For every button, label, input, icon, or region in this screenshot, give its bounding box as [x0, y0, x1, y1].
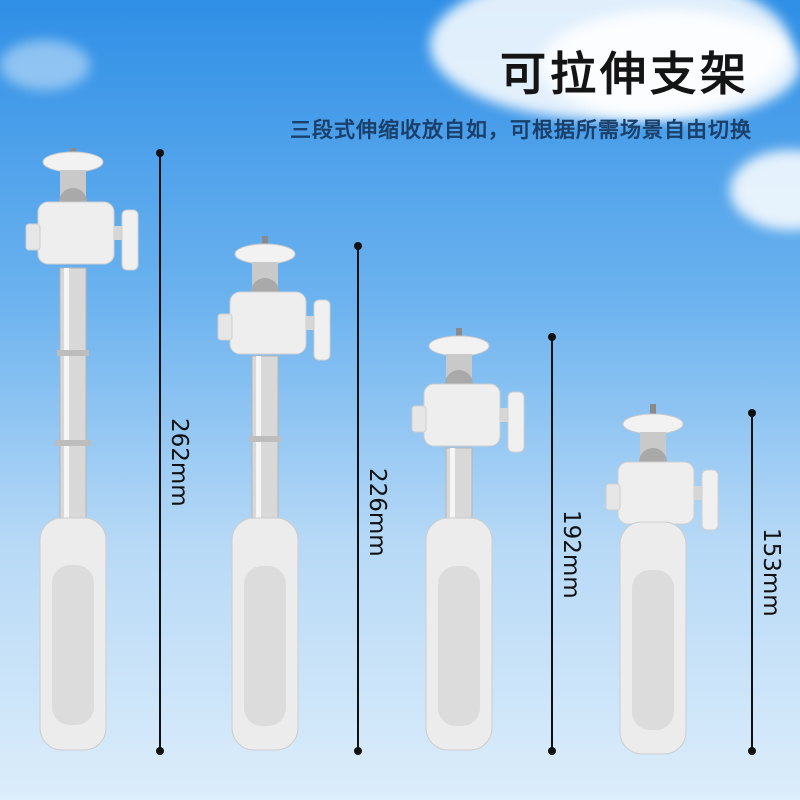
- dimension-line: [551, 336, 553, 750]
- ball-head-icon: [25, 148, 139, 271]
- dimension-line: [751, 412, 753, 750]
- dimension-endpoint: [156, 747, 164, 755]
- ball-head-icon: [411, 328, 525, 453]
- tripod-stand-icon: [25, 148, 139, 751]
- dimension-endpoint: [748, 747, 756, 755]
- dimension-endpoint: [548, 747, 556, 755]
- dimension-endpoint: [748, 409, 756, 417]
- ball-head-icon: [217, 236, 331, 361]
- dimension-endpoint: [156, 149, 164, 157]
- tripod-stand-icon: [411, 328, 525, 751]
- height-label-153: 153mm: [758, 528, 784, 617]
- height-label-192: 192mm: [558, 510, 584, 599]
- dimension-line: [159, 152, 161, 750]
- dimension-endpoint: [354, 242, 362, 250]
- tripod-stand-icon: [605, 404, 719, 755]
- cloud-decoration: [540, 10, 800, 120]
- dimension-endpoint: [354, 747, 362, 755]
- height-label-226: 226mm: [364, 468, 390, 557]
- page-subtitle: 三段式伸缩收放自如，可根据所需场景自由切换: [290, 118, 752, 142]
- ball-head-icon: [605, 404, 719, 531]
- page-title: 可拉伸支架: [500, 47, 750, 101]
- height-label-262: 262mm: [166, 418, 192, 507]
- dimension-line: [357, 245, 359, 750]
- cloud-decoration: [0, 40, 90, 90]
- tripod-stand-icon: [217, 236, 331, 751]
- cloud-decoration: [730, 150, 800, 230]
- dimension-endpoint: [548, 333, 556, 341]
